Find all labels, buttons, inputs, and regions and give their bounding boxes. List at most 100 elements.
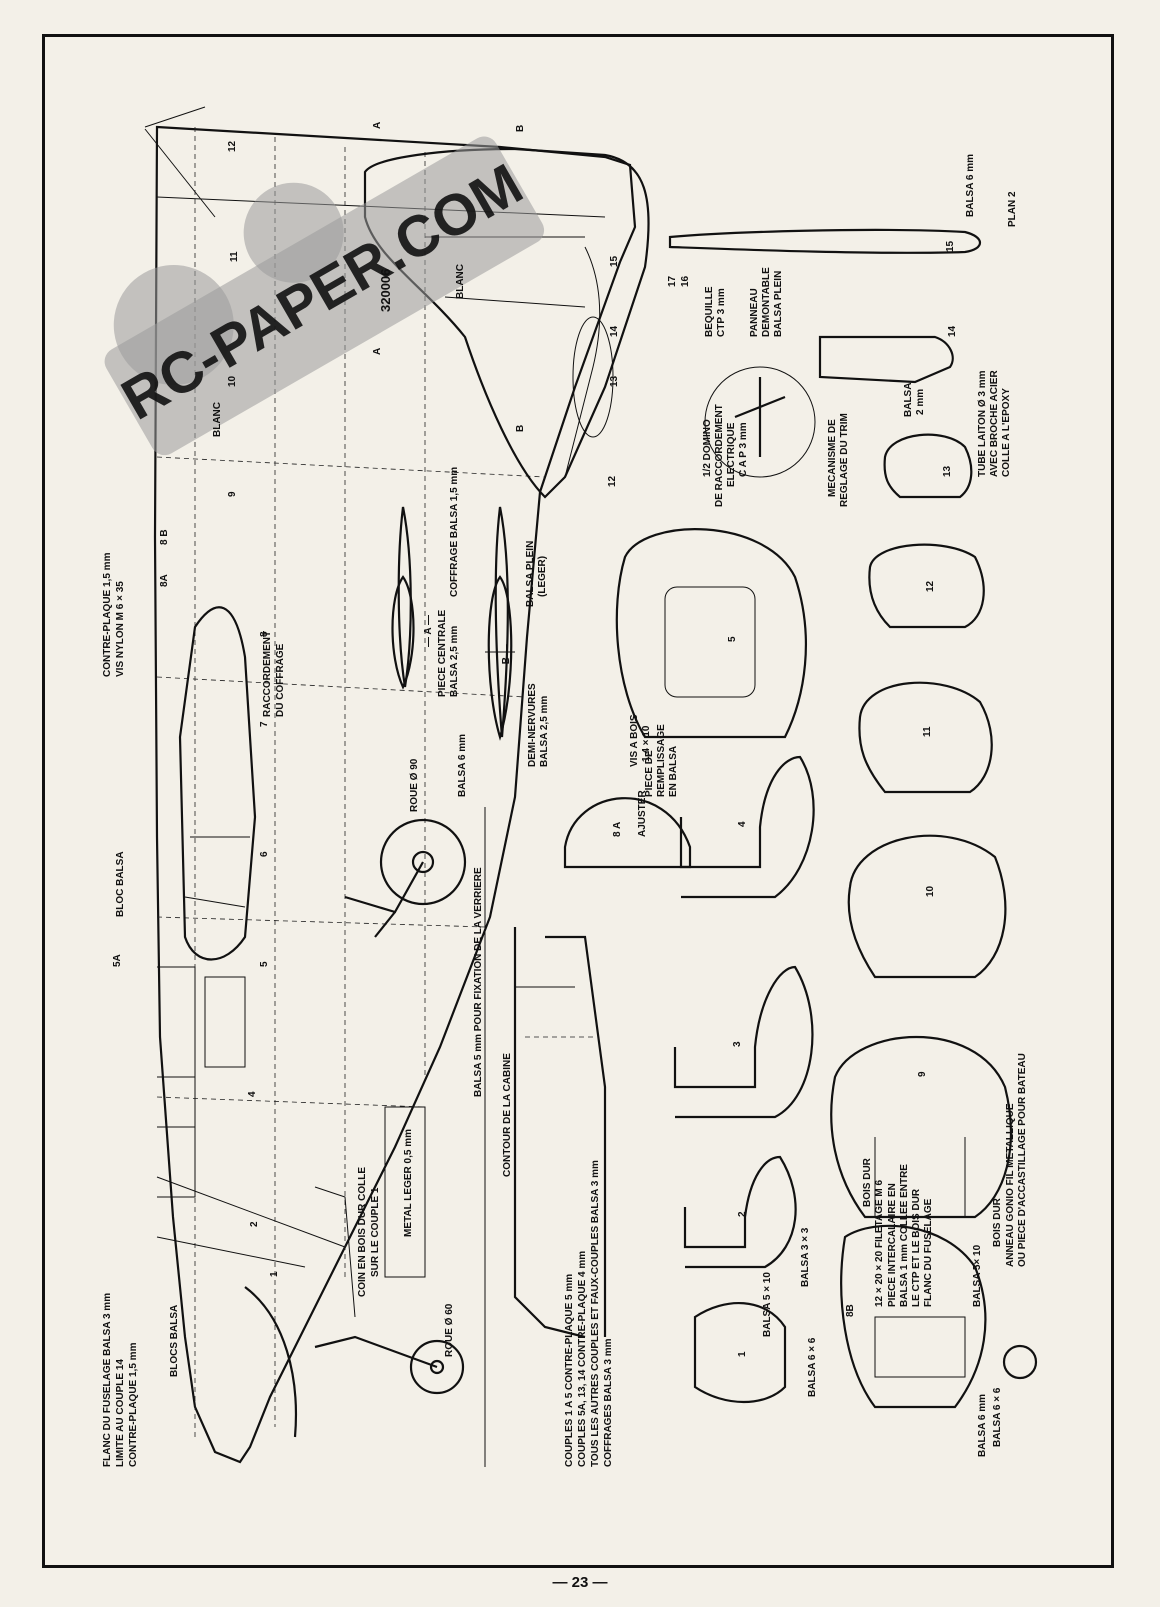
- label-vis-size: 1,4 × 10: [641, 725, 652, 762]
- label-section-a: — A —: [423, 615, 434, 647]
- label-coin-bois: COIN EN BOIS DUR COLLE: [357, 1167, 368, 1297]
- label-tube-3: COLLE A L'EPOXY: [1001, 388, 1012, 477]
- label-intercalaire-2: BALSA 1 mm COLLEE ENTRE: [899, 1164, 910, 1307]
- cs-11: 11: [922, 726, 933, 737]
- station-label: 1: [269, 1271, 280, 1277]
- label-bequille: BEQUILLE: [704, 286, 715, 337]
- label-demi-nervures: DEMI-NERVURES: [527, 683, 538, 767]
- label-contour-cabine: CONTOUR DE LA CABINE: [502, 1053, 513, 1177]
- station-label: 15: [609, 255, 620, 267]
- cs-9: 9: [917, 1071, 928, 1077]
- tail-registration: 320006: [378, 269, 393, 312]
- label-verriere: BALSA 5 mm POUR FIXATION DE LA VERRIERE: [473, 867, 484, 1097]
- label-roue-90: ROUE Ø 90: [409, 758, 420, 812]
- section-marker-b: B: [515, 425, 526, 432]
- cabin-contour: [484, 807, 607, 1467]
- section-marker-a: A: [372, 122, 383, 129]
- page-number: — 23 —: [552, 1574, 608, 1591]
- label-2mm: 2 mm: [915, 389, 926, 415]
- station-label: 5: [259, 961, 270, 967]
- legend-limite: LIMITE AU COUPLE 14: [115, 1359, 126, 1467]
- label-leger: (LEGER): [537, 556, 548, 597]
- station-label: 12: [607, 475, 618, 487]
- cs-1: 1: [737, 1351, 748, 1357]
- label-section-b: — B —: [501, 644, 512, 677]
- label-raccordement: RACCORDEMENT: [262, 631, 273, 717]
- label-bloc-balsa: BLOC BALSA: [115, 851, 126, 917]
- station-label: 14: [609, 325, 620, 337]
- label-domino-1: 1/2 DOMINO: [702, 419, 713, 477]
- label-balsa-6mm: BALSA 6 mm: [457, 734, 468, 797]
- label-balsa-plein: BALSA PLEIN: [525, 541, 536, 607]
- label-bois-dur: BOIS DUR: [862, 1157, 873, 1207]
- cs-14: 14: [947, 325, 958, 337]
- legend-contre-plaque: CONTRE-PLAQUE 1,5 mm: [128, 1342, 139, 1467]
- label-anneau-1: ANNEAU GONIO FIL METALLIQUE: [1005, 1103, 1016, 1267]
- station-label: 13: [609, 375, 620, 387]
- cs-3: 3: [732, 1041, 743, 1047]
- label-panneau: PANNEAU: [749, 288, 760, 337]
- label-intercalaire-3: LE CTP ET LE BOIS DUR: [911, 1188, 922, 1307]
- label-balsa-25: BALSA 2,5 mm: [449, 626, 460, 697]
- label-balsa-5x10-b: BALSA 5× 10: [972, 1244, 983, 1307]
- page-border: [42, 34, 1114, 1568]
- cross-sections: [563, 228, 1038, 1409]
- cs-4: 4: [737, 821, 748, 827]
- station-label: 8: [259, 631, 270, 637]
- cs-2: 2: [737, 1211, 748, 1217]
- label-sur-couple: SUR LE COUPLE 1: [370, 1187, 381, 1277]
- labels: 320006 BLANC BLANC 1 2 4 5 6 7 8 9 10 11…: [102, 122, 1028, 1467]
- tail-blanc: BLANC: [455, 264, 466, 299]
- label-metal-leger: METAL LEGER 0,5 mm: [403, 1129, 414, 1237]
- label-balsa-6mm-top: BALSA 6 mm: [965, 154, 976, 217]
- station-label: 17: [667, 275, 678, 287]
- cs-5: 5: [727, 636, 738, 642]
- label-balsa-3x3: BALSA 3 × 3: [800, 1227, 811, 1287]
- label-couples-1: COUPLES 1 A 5 CONTRE-PLAQUE 5 mm: [564, 1274, 575, 1467]
- label-vis-a-bois: VIS A BOIS: [629, 714, 640, 767]
- section-details: [391, 506, 515, 741]
- label-du-coffrage: DU COFFRAGE: [275, 643, 286, 717]
- label-couples-2: COUPLES 5A, 13, 14 CONTRE-PLAQUE 4 mm: [577, 1251, 588, 1467]
- label-ctp3: CTP 3 mm: [716, 288, 727, 337]
- station-label: 10: [227, 375, 238, 387]
- label-en-balsa: EN BALSA: [668, 746, 679, 797]
- label-balsa-6x6-b: BALSA 6 × 6: [992, 1387, 1003, 1447]
- label-anneau-2: OU PIECE D'ACCASTILLAGE POUR BATEAU: [1017, 1053, 1028, 1267]
- station-label: 11: [229, 251, 240, 262]
- label-reglage: REGLAGE DU TRIM: [839, 413, 850, 507]
- label-couples-4: COFFRAGES BALSA 3 mm: [603, 1338, 614, 1467]
- label-balsa-6mm-b: BALSA 6 mm: [977, 1394, 988, 1457]
- cs-10: 10: [925, 885, 936, 897]
- station-label: 4: [247, 1091, 258, 1097]
- cs-8b: 8B: [845, 1304, 856, 1317]
- label-domino-2: DE RACCORDEMENT: [714, 404, 725, 507]
- station-label: 9: [227, 491, 238, 497]
- label-filetage: 12 × 20 × 20 FILETAGE M 6: [874, 1179, 885, 1307]
- label-8b: 8 B: [159, 529, 170, 545]
- label-tube-1: TUBE LAITON Ø 3 mm: [977, 370, 988, 477]
- label-piece-de: PIECE DE: [644, 750, 655, 797]
- label-coffrage: COFFRAGE BALSA 1,5 mm: [449, 467, 460, 597]
- label-couples-3: TOUS LES AUTRES COUPLES ET FAUX-COUPLES …: [590, 1160, 601, 1467]
- label-flanc-fuselage: FLANC DU FUSELAGE: [923, 1198, 934, 1307]
- station-label: 12: [227, 140, 238, 152]
- label-vis-nylon: VIS NYLON M 6 × 35: [115, 581, 126, 677]
- label-balsa-plein-2: BALSA PLEIN: [773, 271, 784, 337]
- label-cap: C A P 3 mm: [738, 422, 749, 477]
- plan-drawing: RC-PAPER.COM 320006 BLANC BLANC 1 2 4 5 …: [102, 106, 1038, 1467]
- label-roue-60: ROUE Ø 60: [444, 1303, 455, 1357]
- label-balsa-5x10: BALSA 5 × 10: [762, 1272, 773, 1337]
- section-marker-b: B: [515, 125, 526, 132]
- label-contre-plaque: CONTRE-PLAQUE 1,5 mm: [102, 552, 113, 677]
- station-label: 6: [259, 851, 270, 857]
- cs-8a: 8 A: [612, 822, 623, 837]
- section-marker-a: A: [372, 348, 383, 355]
- cs-15: 15: [945, 240, 956, 252]
- label-intercalaire-1: PIECE INTERCALAIRE EN: [887, 1183, 898, 1307]
- cs-12: 12: [925, 580, 936, 592]
- station-label: 7: [259, 721, 270, 727]
- label-balsa: BALSA: [903, 383, 914, 417]
- label-plan: PLAN 2: [1007, 191, 1018, 227]
- label-8a: 8A: [159, 574, 170, 587]
